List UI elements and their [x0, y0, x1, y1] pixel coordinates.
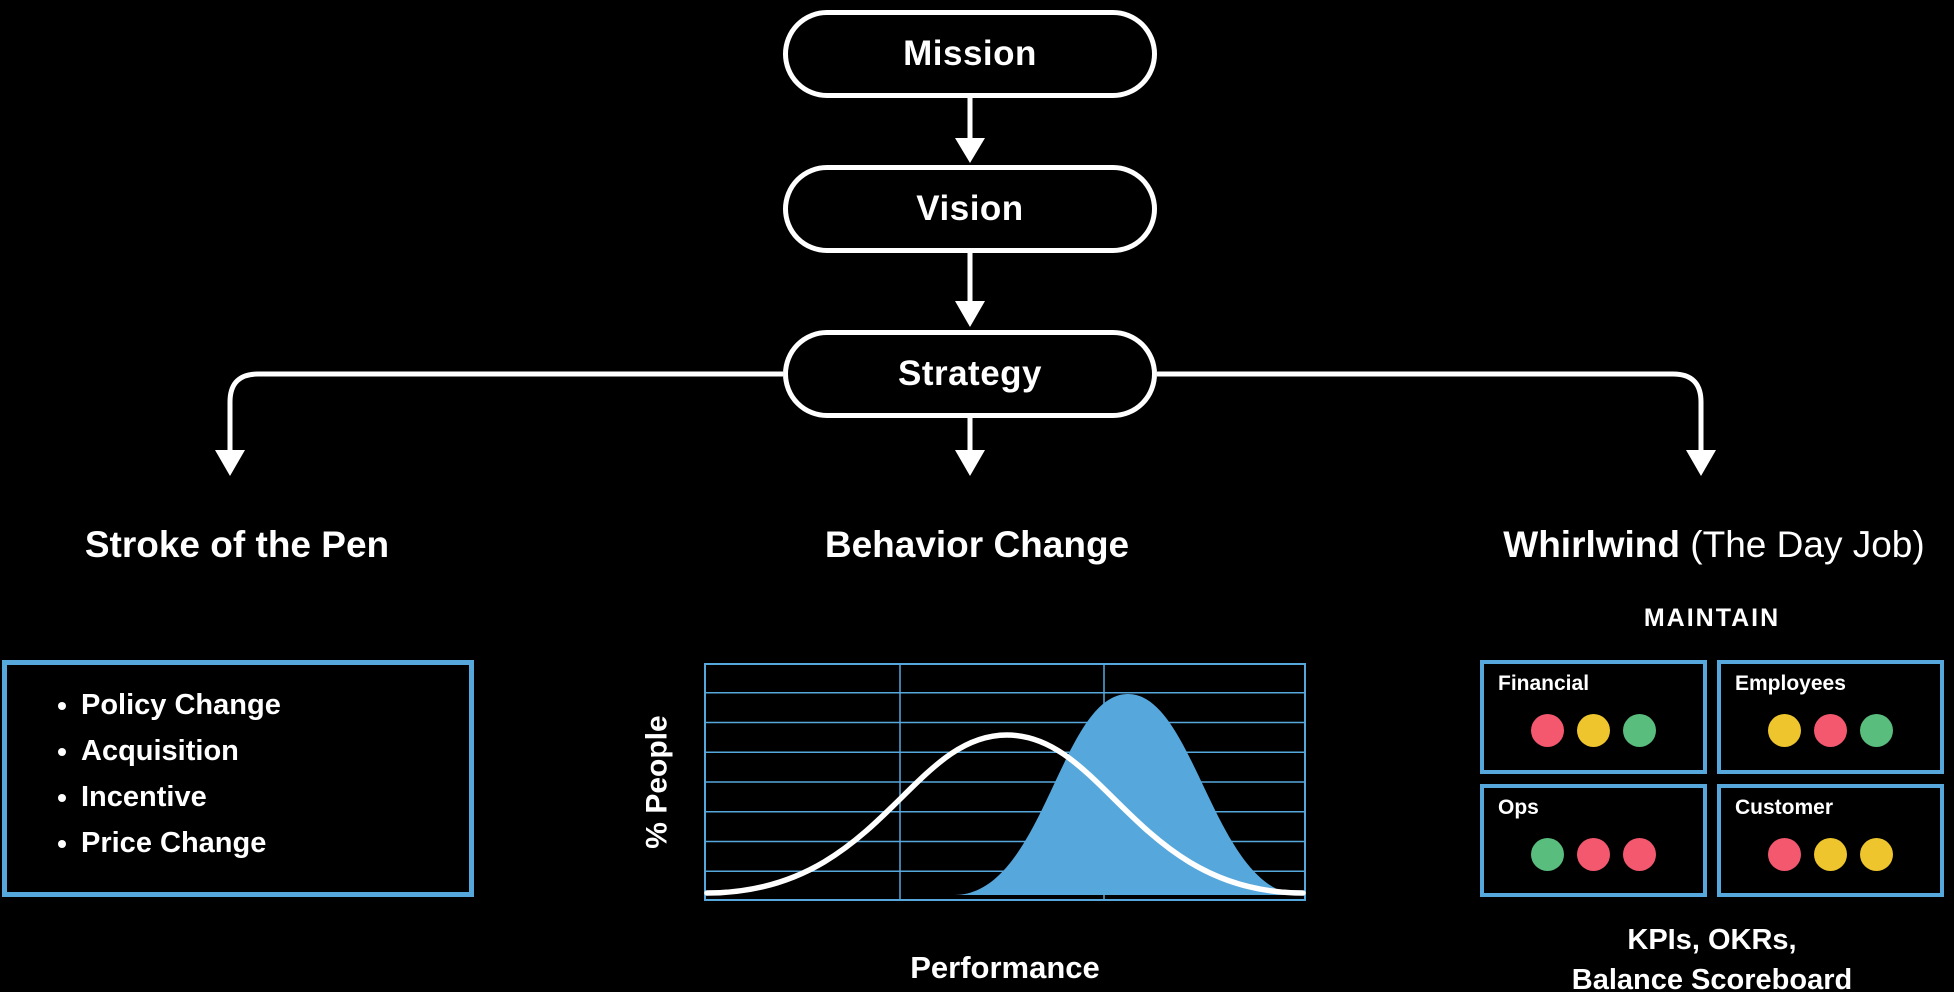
scoreboard-note: KPIs, OKRs, Balance Scoreboard	[1480, 920, 1944, 992]
scoreboard-grid: Financial Employees Ops Custo	[1480, 660, 1944, 897]
status-dot	[1860, 714, 1893, 748]
connector-strategy-left	[227, 371, 783, 450]
arrowhead-to-vision	[955, 138, 985, 163]
list-item: Incentive	[81, 781, 469, 814]
quadrant-ops: Ops	[1480, 783, 1707, 897]
mission-label: Mission	[903, 34, 1037, 73]
status-dot	[1814, 714, 1847, 748]
stroke-of-pen-panel: Policy Change Acquisition Incentive Pric…	[2, 660, 474, 897]
status-dots	[1721, 696, 1940, 770]
status-dot	[1768, 837, 1801, 871]
center-branch-title: Behavior Change	[824, 524, 1130, 565]
status-dot	[1623, 714, 1656, 748]
list-item: Acquisition	[81, 735, 469, 768]
list-item: Policy Change	[81, 689, 469, 722]
distribution-chart-svg	[704, 663, 1306, 901]
quadrant-employees: Employees	[1717, 660, 1944, 774]
arrowhead-left-branch	[215, 450, 245, 476]
status-dot	[1531, 837, 1564, 871]
status-dot	[1814, 837, 1847, 871]
whirlwind-label: Whirlwind	[1503, 524, 1681, 565]
status-dots	[1484, 696, 1703, 770]
status-dots	[1721, 820, 1940, 894]
left-branch-title: Stroke of the Pen	[84, 524, 390, 565]
policy-list: Policy Change Acquisition Incentive Pric…	[7, 689, 469, 860]
current-distribution-curve	[704, 732, 1306, 896]
status-dots	[1484, 820, 1703, 894]
performance-chart	[704, 663, 1306, 901]
status-dot	[1577, 837, 1610, 871]
status-dot	[1768, 714, 1801, 748]
shifted-distribution-curve	[954, 694, 1302, 895]
x-axis-label: Performance	[910, 950, 1100, 985]
quadrant-label: Customer	[1735, 795, 1834, 819]
arrowhead-right-branch	[1686, 450, 1716, 476]
arrowhead-to-strategy	[955, 301, 985, 327]
status-dot	[1577, 714, 1610, 748]
scoreboard-note-line2: Balance Scoreboard	[1571, 964, 1853, 992]
vision-label: Vision	[916, 189, 1024, 228]
whirlwind-subtitle: (The Day Job)	[1680, 524, 1925, 565]
mission-node: Mission	[783, 10, 1157, 98]
quadrant-label: Employees	[1735, 672, 1846, 695]
strategy-node: Strategy	[783, 330, 1157, 418]
quadrant-financial: Financial	[1480, 660, 1707, 774]
arrowhead-center-branch	[955, 450, 985, 476]
quadrant-label: Ops	[1498, 795, 1539, 819]
quadrant-customer: Customer	[1717, 783, 1944, 897]
strategy-label: Strategy	[897, 354, 1043, 393]
quadrant-label: Financial	[1498, 672, 1590, 695]
scoreboard-note-line1: KPIs, OKRs,	[1627, 924, 1797, 956]
list-item: Price Change	[81, 827, 469, 860]
status-dot	[1623, 837, 1656, 871]
status-dot	[1860, 837, 1893, 871]
connector-strategy-right	[1157, 371, 1704, 450]
vision-node: Vision	[783, 165, 1157, 253]
right-branch-title: Whirlwind (The Day Job)	[1447, 524, 1954, 566]
status-dot	[1531, 714, 1564, 748]
maintain-label: MAINTAIN	[1643, 604, 1781, 632]
